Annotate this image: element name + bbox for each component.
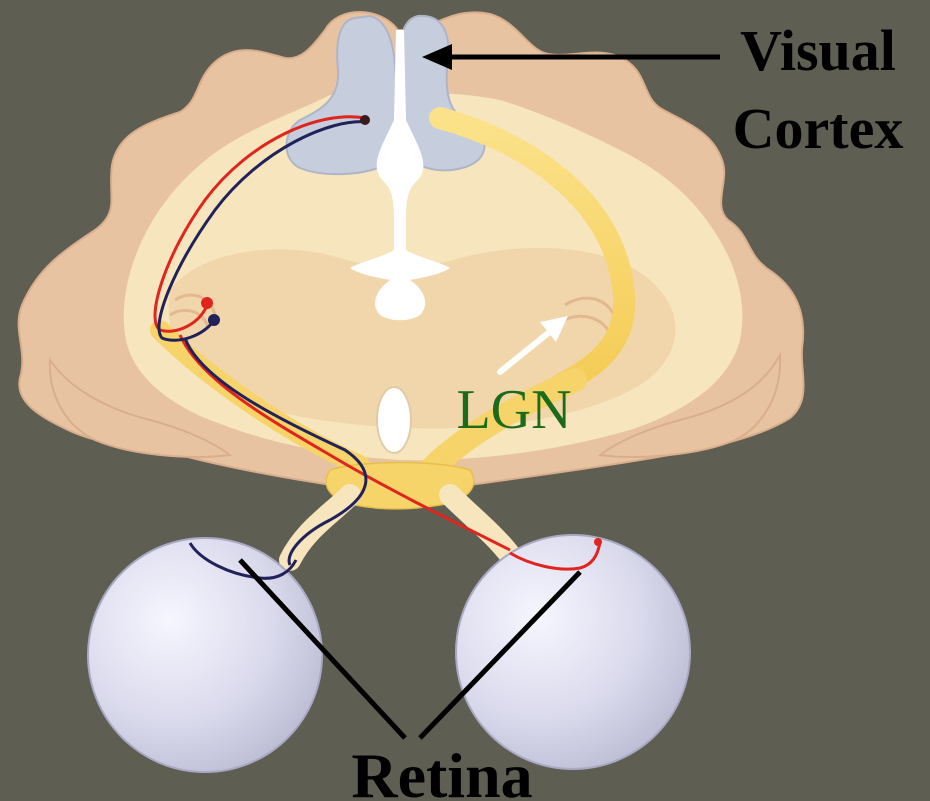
lgn-red-neuron-dot — [201, 297, 213, 309]
retina-label: Retina — [351, 740, 532, 801]
lgn-blue-neuron-dot — [208, 314, 220, 326]
right-eye-red-dot — [594, 538, 602, 546]
third-ventricle — [377, 387, 411, 453]
visual-cortex-label-line1: Visual — [740, 18, 896, 83]
lgn-label: LGN — [456, 379, 571, 441]
visual-cortex-label-line2: Cortex — [733, 96, 904, 161]
cortex-neuron-dot — [360, 115, 370, 125]
